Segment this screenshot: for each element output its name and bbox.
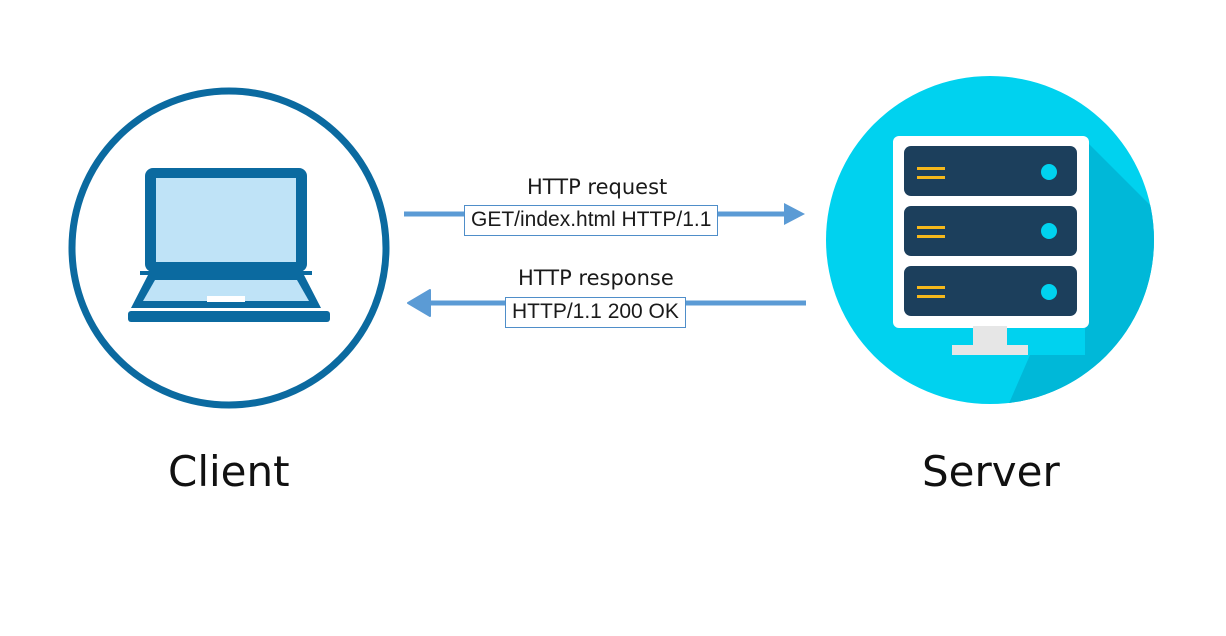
response-title: HTTP response — [518, 266, 674, 290]
server-unit-2 — [904, 206, 1077, 256]
request-box: GET/index.html HTTP/1.1 — [464, 205, 719, 236]
server-unit-1 — [904, 146, 1077, 196]
client-label: Client — [168, 447, 290, 496]
client-node — [68, 87, 390, 409]
server-label: Server — [922, 447, 1060, 496]
request-title: HTTP request — [527, 175, 668, 199]
server-unit-3 — [904, 266, 1077, 316]
response-box: HTTP/1.1 200 OK — [505, 297, 686, 328]
server-rack-icon — [893, 136, 1089, 355]
laptop-icon — [128, 168, 330, 322]
server-node — [826, 76, 1154, 404]
